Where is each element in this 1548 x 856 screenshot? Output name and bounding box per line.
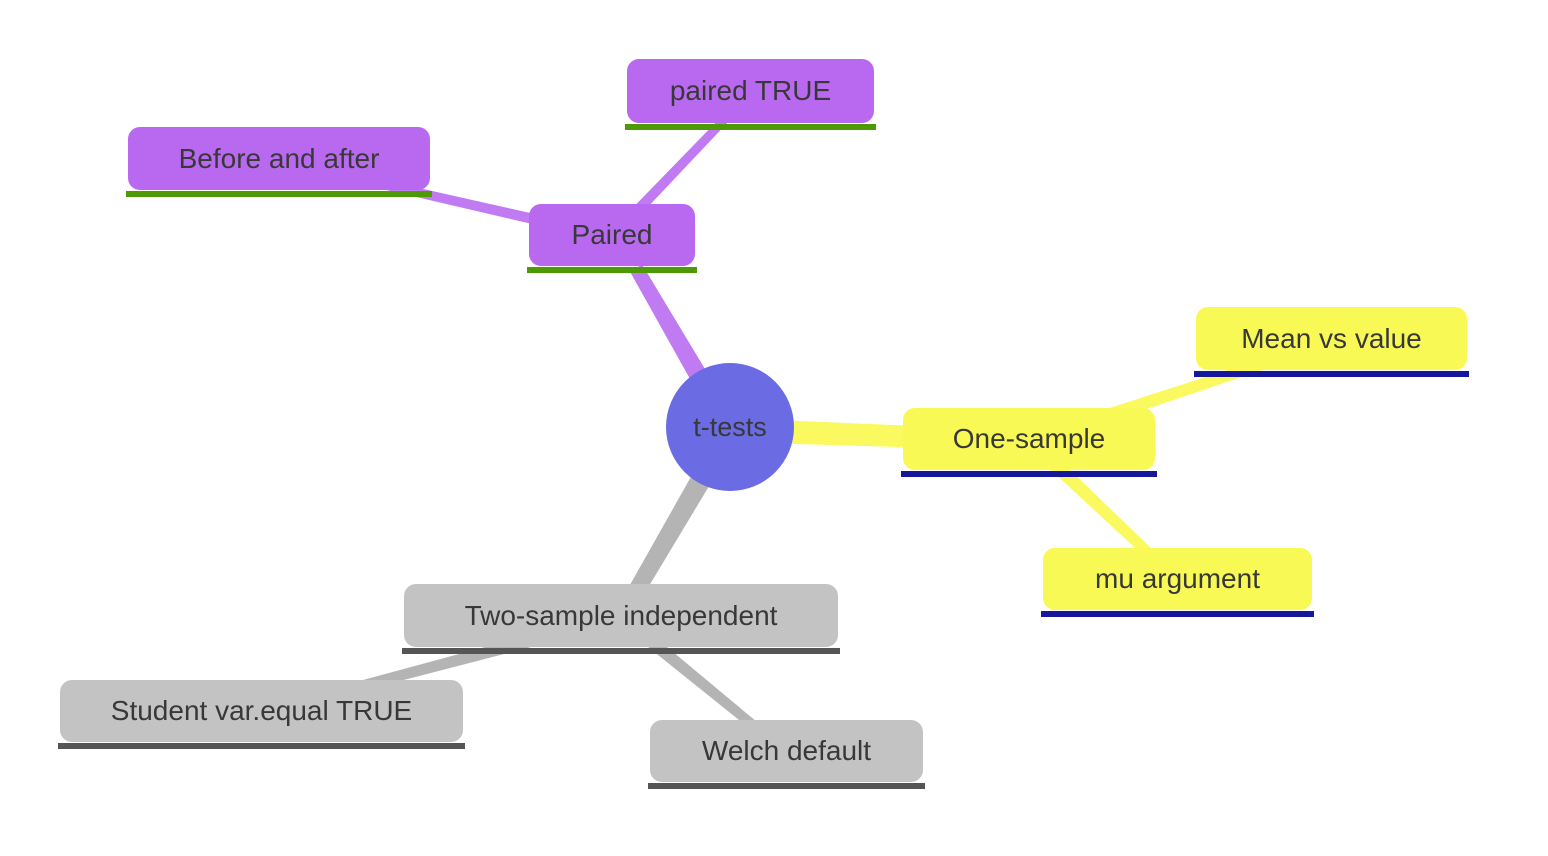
node-label: mu argument [1095, 563, 1260, 594]
root-label: t-tests [693, 411, 767, 442]
node-label: One-sample [952, 423, 1106, 454]
node-underline [625, 124, 876, 130]
node-before-and-after[interactable]: Before and after [126, 127, 432, 197]
node-label: Paired [571, 219, 653, 250]
node-underline [527, 267, 697, 273]
node-underline [1041, 611, 1314, 617]
node-mu-argument[interactable]: mu argument [1041, 548, 1314, 617]
node-welch-default[interactable]: Welch default [648, 720, 925, 789]
node-label: Welch default [701, 735, 872, 766]
node-underline [1194, 371, 1469, 377]
node-underline [648, 783, 925, 789]
edge-two-sample-welch [616, 612, 789, 756]
node-label: Student var.equal TRUE [110, 695, 413, 726]
node-underline [58, 743, 465, 749]
node-label: Two-sample independent [464, 599, 778, 631]
node-paired[interactable]: Paired [527, 204, 697, 273]
node-underline [901, 471, 1157, 477]
node-mean-vs-value[interactable]: Mean vs value [1194, 307, 1469, 377]
node-underline [126, 191, 432, 197]
node-label: Mean vs value [1241, 322, 1422, 354]
node-label: Before and after [178, 142, 380, 174]
node-t-tests-root[interactable]: t-tests [666, 363, 794, 491]
node-underline [402, 648, 840, 654]
node-paired-true[interactable]: paired TRUE [625, 59, 876, 130]
node-two-sample-independent[interactable]: Two-sample independent [402, 584, 840, 654]
node-student-var-equal-true[interactable]: Student var.equal TRUE [58, 680, 465, 749]
node-label: paired TRUE [669, 75, 832, 106]
node-one-sample[interactable]: One-sample [901, 408, 1157, 477]
